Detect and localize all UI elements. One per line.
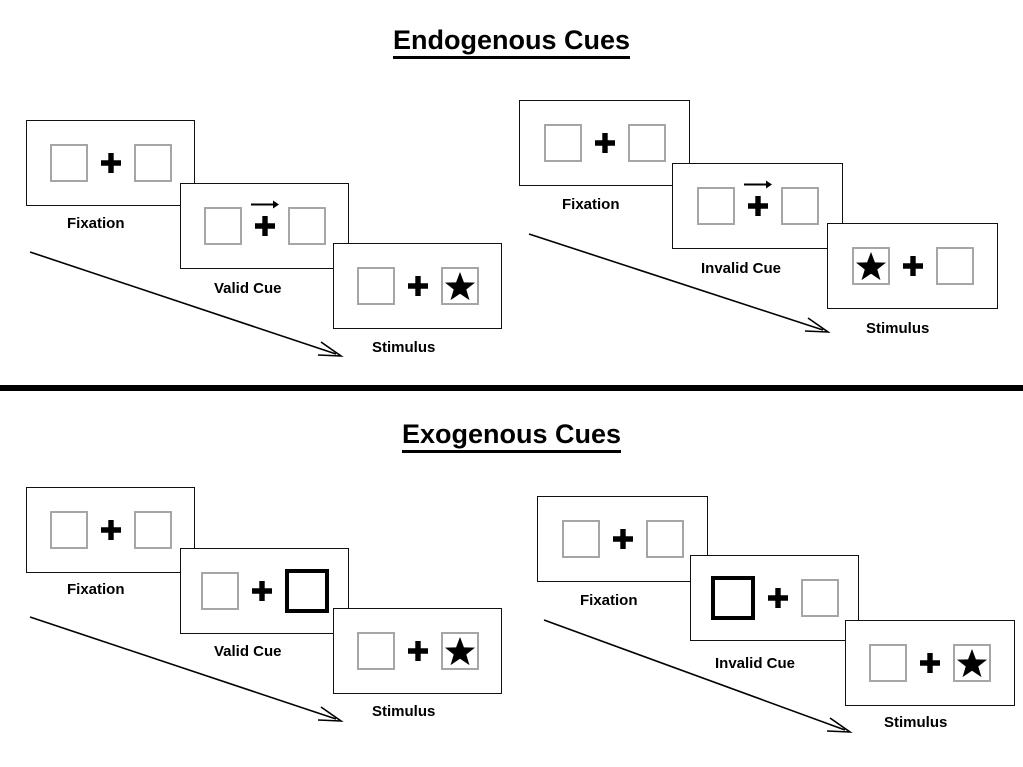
- slot-left: [869, 644, 907, 682]
- panel-exogenous-invalid-cue: [690, 555, 859, 641]
- slot-right: [440, 267, 479, 305]
- caption-exogenous-invalid-cue: Invalid Cue: [715, 655, 796, 672]
- caption-exogenous-valid-fixation: Fixation: [67, 581, 125, 598]
- center-column: [735, 180, 781, 229]
- slot-left: [543, 124, 582, 162]
- slot-left: [203, 207, 242, 245]
- caption-exogenous-invalid-fixation: Fixation: [580, 592, 638, 609]
- plus-icon: [594, 133, 615, 153]
- caption-exogenous-valid-stimulus: Stimulus: [372, 703, 436, 720]
- panel-exogenous-invalid-fixation: [537, 496, 708, 582]
- slot-right: [133, 144, 172, 182]
- right-arrow-cue-icon: [250, 200, 279, 209]
- panel-inner: [846, 621, 1014, 705]
- slot-left: [200, 572, 239, 610]
- caption-exogenous-valid-cue: Valid Cue: [214, 643, 282, 660]
- star-target-icon: [855, 251, 886, 281]
- slot-right: [800, 579, 839, 617]
- star-target-icon: [444, 636, 475, 666]
- plus-icon: [100, 153, 121, 173]
- slot-right-highlighted: [284, 569, 329, 613]
- caption-endogenous-valid-cue: Valid Cue: [214, 280, 282, 297]
- panel-endogenous-invalid-stimulus: [827, 223, 998, 309]
- center-column: [395, 263, 441, 309]
- panel-exogenous-valid-stimulus: [333, 608, 502, 694]
- slot-right: [935, 247, 974, 285]
- panel-exogenous-valid-cue: [180, 548, 349, 634]
- slot-left: [356, 632, 395, 670]
- star-target-icon: [957, 648, 987, 678]
- slot-left: [49, 144, 88, 182]
- time-arrow-exogenous-invalid: [543, 619, 853, 733]
- panel-inner: [181, 549, 348, 633]
- slot-left: [356, 267, 395, 305]
- section-title-endogenous-text: Endogenous Cues: [392, 25, 630, 59]
- plus-icon: [251, 581, 272, 601]
- panel-exogenous-valid-fixation: [26, 487, 195, 573]
- panel-inner: [27, 121, 194, 205]
- panel-exogenous-invalid-stimulus: [845, 620, 1015, 706]
- section-title-exogenous: Exogenous Cues: [0, 419, 1023, 453]
- plus-icon: [254, 216, 275, 236]
- plus-icon: [407, 641, 428, 661]
- slot-right: [627, 124, 666, 162]
- center-column: [242, 200, 288, 249]
- panel-inner: [520, 101, 689, 185]
- right-arrow-cue-icon: [743, 180, 772, 189]
- panel-inner: [334, 609, 501, 693]
- slot-left: [49, 511, 88, 549]
- panel-endogenous-invalid-cue: [672, 163, 843, 249]
- panel-endogenous-invalid-fixation: [519, 100, 690, 186]
- center-column: [239, 568, 285, 614]
- time-arrow-endogenous-invalid: [528, 233, 831, 333]
- section-divider: [0, 385, 1023, 391]
- center-column: [907, 640, 953, 686]
- caption-endogenous-invalid-stimulus: Stimulus: [866, 320, 930, 337]
- center-column: [755, 575, 801, 621]
- slot-right: [133, 511, 172, 549]
- caption-endogenous-invalid-cue: Invalid Cue: [701, 260, 782, 277]
- caption-exogenous-invalid-stimulus: Stimulus: [884, 714, 948, 731]
- panel-inner: [673, 164, 842, 248]
- plus-icon: [747, 196, 768, 216]
- plus-icon: [100, 520, 121, 540]
- panel-inner: [538, 497, 707, 581]
- plus-icon: [920, 653, 940, 673]
- slot-right: [440, 632, 479, 670]
- panel-endogenous-valid-cue: [180, 183, 349, 269]
- plus-icon: [407, 276, 428, 296]
- center-column: [395, 628, 441, 674]
- panel-inner: [691, 556, 858, 640]
- panel-endogenous-valid-stimulus: [333, 243, 502, 329]
- section-title-endogenous: Endogenous Cues: [0, 25, 1023, 59]
- section-title-exogenous-text: Exogenous Cues: [401, 419, 622, 453]
- slot-right: [287, 207, 326, 245]
- center-column: [88, 140, 134, 186]
- plus-icon: [612, 529, 633, 549]
- caption-endogenous-valid-fixation: Fixation: [67, 215, 125, 232]
- time-arrow-exogenous-valid: [29, 616, 344, 722]
- time-arrow-endogenous-valid: [29, 251, 344, 357]
- plus-icon: [902, 256, 923, 276]
- caption-endogenous-valid-stimulus: Stimulus: [372, 339, 436, 356]
- panel-inner: [181, 184, 348, 268]
- panel-endogenous-valid-fixation: [26, 120, 195, 206]
- center-column: [88, 507, 134, 553]
- star-target-icon: [444, 271, 475, 301]
- panel-inner: [828, 224, 997, 308]
- panel-inner: [27, 488, 194, 572]
- plus-icon: [767, 588, 788, 608]
- center-column: [582, 120, 628, 166]
- slot-left: [851, 247, 890, 285]
- center-column: [890, 243, 936, 289]
- caption-endogenous-invalid-fixation: Fixation: [562, 196, 620, 213]
- slot-right: [953, 644, 991, 682]
- center-column: [600, 516, 646, 562]
- slot-left: [561, 520, 600, 558]
- slot-left: [696, 187, 735, 225]
- slot-right: [780, 187, 819, 225]
- slot-left-highlighted: [710, 576, 755, 620]
- panel-inner: [334, 244, 501, 328]
- slot-right: [645, 520, 684, 558]
